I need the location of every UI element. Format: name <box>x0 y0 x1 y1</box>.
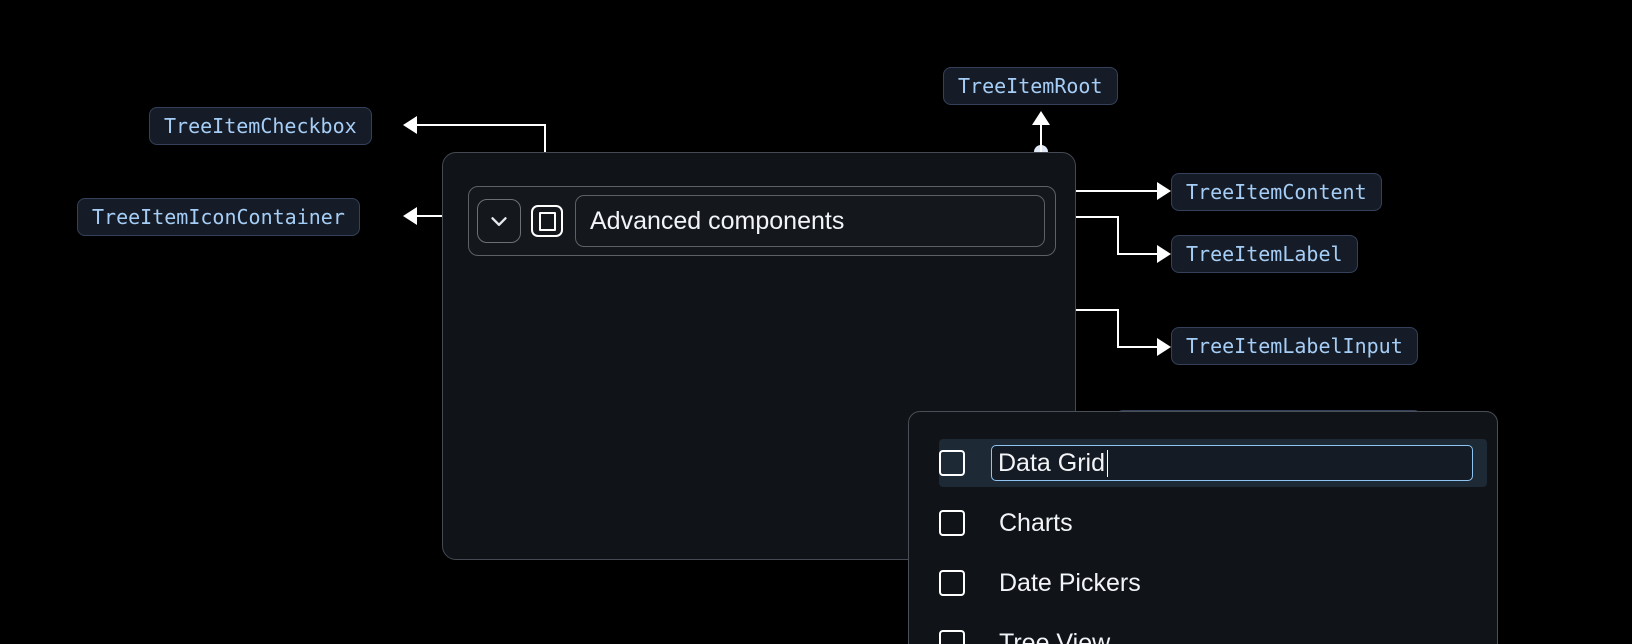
text-caret <box>1106 449 1109 477</box>
annotation-tree-item-icon-container: TreeItemIconContainer <box>77 198 360 236</box>
connector-content-horizontal <box>1055 190 1158 192</box>
connector-label-input-arrowhead <box>1157 338 1171 356</box>
connector-checkbox-horizontal <box>417 124 545 126</box>
tree-item-label-date-pickers: Date Pickers <box>999 568 1141 597</box>
tree-item-checkbox-tree-view[interactable] <box>939 630 965 644</box>
tree-item-row-date-pickers[interactable]: Date Pickers <box>939 559 1487 607</box>
tree-item-label-input[interactable]: Data Grid <box>991 445 1473 481</box>
tree-item-content[interactable]: Advanced components <box>468 186 1056 256</box>
annotation-tree-item-label-input: TreeItemLabelInput <box>1171 327 1418 365</box>
tree-item-label-charts: Charts <box>999 508 1073 537</box>
tree-item-checkbox[interactable] <box>531 205 563 237</box>
connector-checkbox-arrowhead <box>403 116 417 134</box>
connector-label-arrowhead <box>1157 245 1171 263</box>
annotation-tree-item-root: TreeItemRoot <box>943 67 1118 105</box>
connector-label-vertical <box>1117 216 1119 254</box>
tree-item-checkbox-date-pickers[interactable] <box>939 570 965 596</box>
connector-label-horizontal-2 <box>1117 253 1158 255</box>
tree-item-checkbox-data-grid[interactable] <box>939 450 965 476</box>
connector-root-vertical <box>1040 124 1042 152</box>
connector-label-input-vertical <box>1117 309 1119 347</box>
tree-item-row-data-grid[interactable]: Data Grid <box>939 439 1487 487</box>
tree-item-row-charts[interactable]: Charts <box>939 499 1487 547</box>
annotation-tree-item-label: TreeItemLabel <box>1171 235 1358 273</box>
checkbox-inner-square <box>538 211 556 231</box>
tree-item-label-input-value: Data Grid <box>998 448 1105 477</box>
connector-label-input-horizontal-2 <box>1117 346 1158 348</box>
annotation-tree-item-checkbox: TreeItemCheckbox <box>149 107 372 145</box>
tree-item-root[interactable]: Advanced components Data Grid Charts Dat… <box>442 152 1498 644</box>
tree-item-checkbox-charts[interactable] <box>939 510 965 536</box>
connector-label-input-horizontal-1 <box>1041 309 1119 311</box>
annotation-tree-item-content: TreeItemContent <box>1171 173 1382 211</box>
tree-item-label-text: Advanced components <box>590 206 845 235</box>
tree-item-row-tree-view[interactable]: Tree View <box>939 619 1487 644</box>
tree-item-label[interactable]: Advanced components <box>575 195 1045 247</box>
connector-icon-container-arrowhead <box>403 207 417 225</box>
connector-content-arrowhead <box>1157 182 1171 200</box>
tree-item-group-transition: Data Grid Charts Date Pickers Tree View <box>908 411 1498 644</box>
connector-label-horizontal-1 <box>1041 216 1119 218</box>
tree-item-label-tree-view: Tree View <box>999 628 1111 644</box>
tree-item-icon-container[interactable] <box>477 199 521 243</box>
chevron-down-icon <box>486 208 512 234</box>
connector-root-arrowhead <box>1032 111 1050 125</box>
